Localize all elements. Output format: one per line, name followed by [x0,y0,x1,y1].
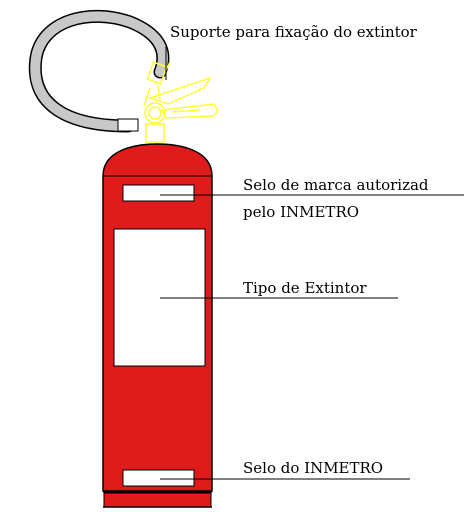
label-suporte: Suporte para fixação do extintor [170,23,418,41]
label-selo-inmetro: Selo do INMETRO [243,459,383,477]
label-selo-marca-line1: Selo de marca autorizad [243,176,429,194]
hose-nozzle [146,61,168,85]
cylinder-base [103,492,212,508]
inmetro-seal-panel [122,469,195,487]
label-tipo: Tipo de Extintor [243,279,367,297]
valve-handle [147,76,212,105]
hose-coupling [117,118,139,132]
brand-seal-panel [122,184,195,202]
valve-body [145,123,165,143]
valve-assembly [143,61,219,143]
hose [28,9,170,133]
pressure-gauge [144,102,166,124]
label-selo-marca-line2: pelo INMETRO [243,203,359,221]
